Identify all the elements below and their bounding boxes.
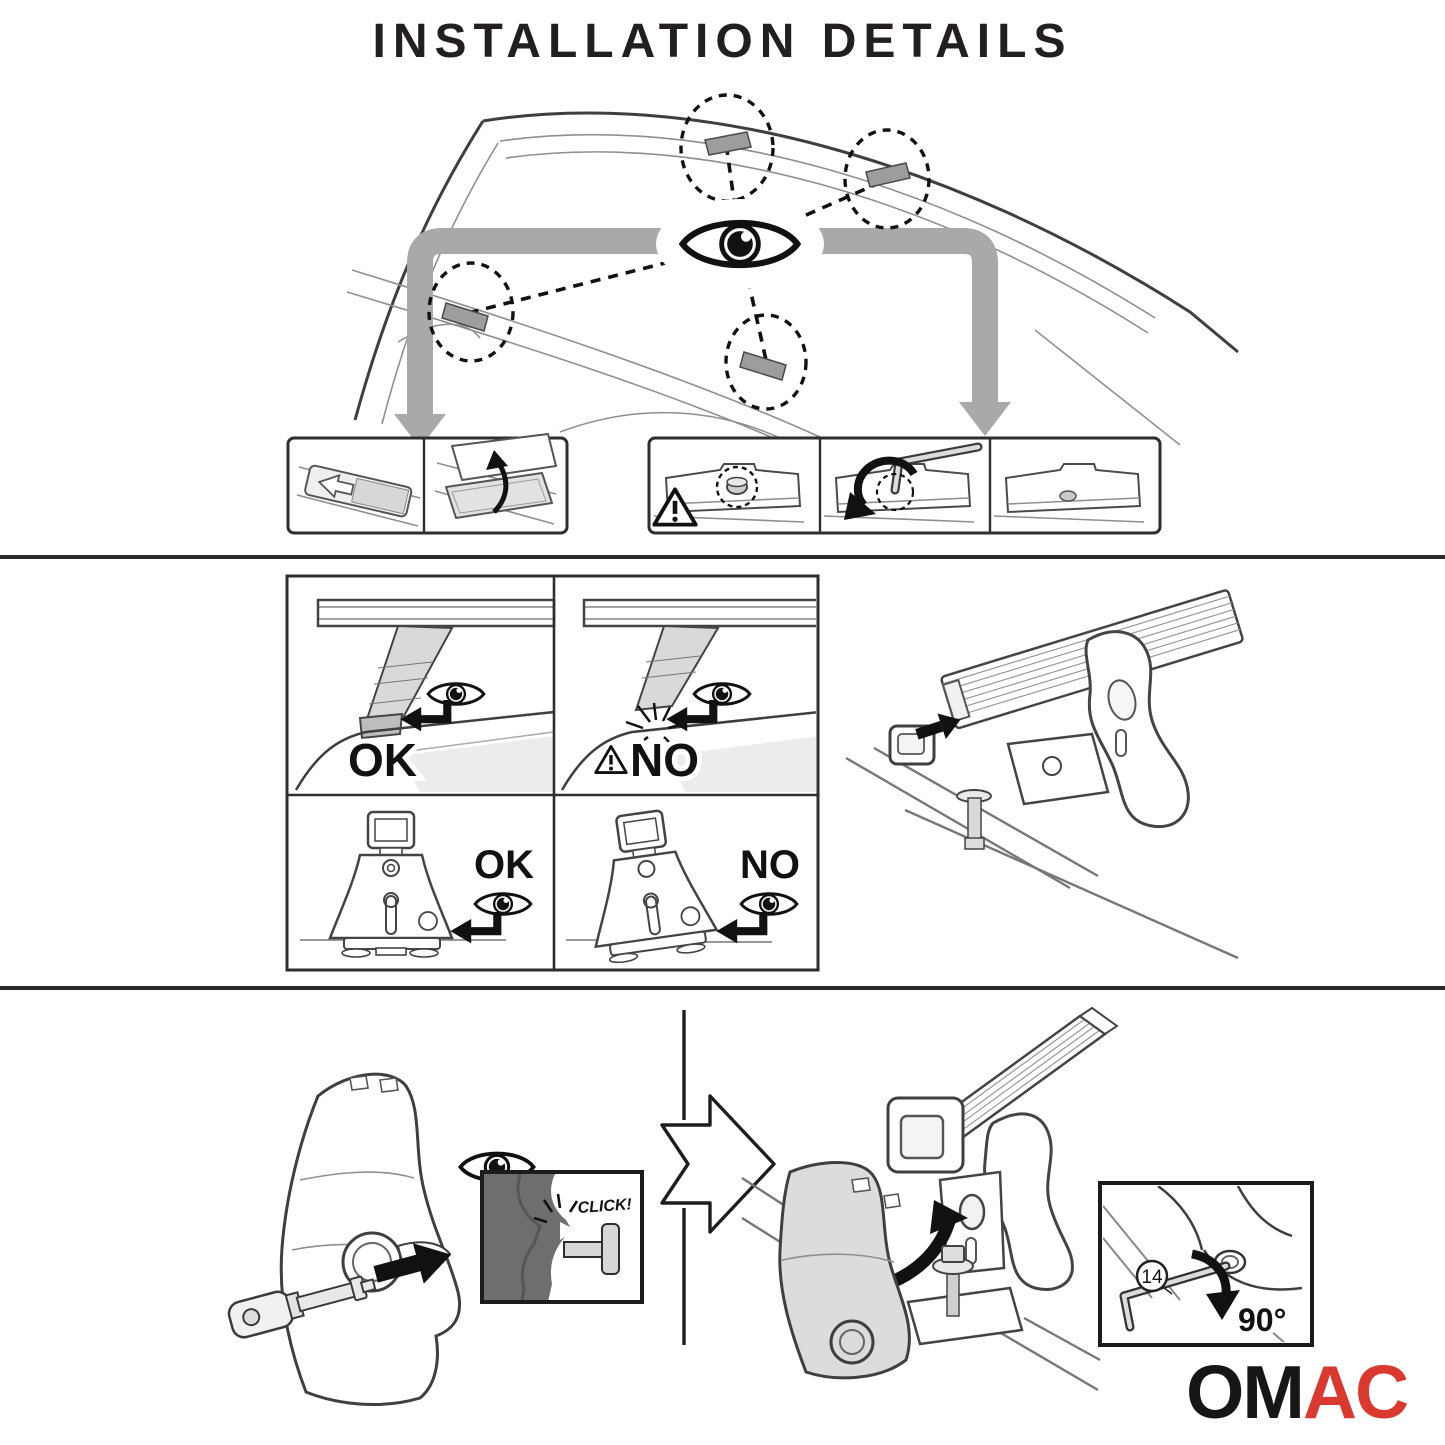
eye-icon xyxy=(473,892,533,916)
no-label: NO xyxy=(630,734,699,786)
eye-icon xyxy=(739,892,799,916)
slide-cover-step xyxy=(296,464,421,527)
torque-detail-box: 14 90° xyxy=(1098,1181,1314,1347)
insert-arrow-icon xyxy=(373,1243,452,1284)
unscrew-step xyxy=(844,442,983,520)
part-number: 14 xyxy=(1141,1267,1163,1288)
mount-point-circle xyxy=(427,261,515,363)
mount-pad xyxy=(441,302,489,332)
logo-text-red: AC xyxy=(1303,1350,1408,1434)
cleared-step xyxy=(1059,490,1077,502)
page-title: INSTALLATION DETAILS xyxy=(372,15,1073,68)
ok-label: OK xyxy=(474,843,534,887)
grid-cell-front-no: NO xyxy=(566,809,805,964)
attach-arrow-icon xyxy=(889,1200,968,1288)
eye-icon xyxy=(683,223,798,265)
foot-cover xyxy=(279,1072,461,1407)
insert-arrow-icon xyxy=(915,713,961,740)
grid-cell-side-ok: OK xyxy=(294,598,556,792)
mount-point-circle xyxy=(724,313,808,411)
no-label: NO xyxy=(740,843,800,887)
ok-label: OK xyxy=(348,734,417,786)
lock-cylinder xyxy=(227,1275,377,1339)
logo-text-black: OM xyxy=(1186,1350,1303,1434)
brand-logo: OMAC xyxy=(1186,1350,1408,1434)
roof-overview-section xyxy=(286,93,1239,535)
mount-pad xyxy=(704,131,752,156)
slide-arrow-icon xyxy=(317,473,355,499)
lock-install-section: CLICK! xyxy=(227,1072,644,1407)
next-step-arrow-icon xyxy=(660,1094,776,1234)
warning-nut-step xyxy=(654,465,759,525)
foot-tower xyxy=(1084,630,1190,829)
mount-point-circle xyxy=(843,128,931,230)
nut-removal-panel xyxy=(647,436,1162,535)
bolt-assembly xyxy=(906,1245,1024,1346)
part-number-badge: 14 xyxy=(1135,1259,1173,1295)
down-arrow-icon xyxy=(394,414,446,448)
click-detail-box: CLICK! xyxy=(480,1170,644,1304)
cover-attach-diagram xyxy=(741,1006,1119,1392)
eye-icon xyxy=(426,682,486,706)
step-divider xyxy=(660,1010,776,1345)
mount-pad xyxy=(739,351,787,381)
endcap-insert-diagram xyxy=(845,589,1244,960)
t-bolt-head xyxy=(601,1223,620,1275)
mount-points xyxy=(427,93,931,411)
open-cover-step xyxy=(434,433,557,525)
cover-slide-panel xyxy=(286,433,569,535)
angle-label: 90° xyxy=(1238,1302,1286,1338)
fitment-check-section: OK xyxy=(285,574,1244,972)
down-arrow-icon xyxy=(959,402,1011,436)
car-outline xyxy=(346,111,1239,459)
eye-icon xyxy=(692,682,752,706)
grid-cell-front-ok: OK xyxy=(300,810,539,958)
rotate-arrow-icon xyxy=(853,456,918,508)
foot-front-view xyxy=(328,810,454,958)
grid-cell-side-no: NO xyxy=(560,598,816,792)
cover-part xyxy=(778,1161,911,1380)
rotate-arrow-icon xyxy=(1190,1249,1240,1320)
click-label: CLICK! xyxy=(577,1196,633,1217)
mount-pad xyxy=(865,162,911,188)
allen-key xyxy=(1119,1261,1231,1332)
gap-spark-icon xyxy=(625,702,685,748)
click-spark-icon xyxy=(533,1193,579,1224)
end-cap xyxy=(886,1096,965,1174)
foot-tower xyxy=(938,1112,1074,1291)
